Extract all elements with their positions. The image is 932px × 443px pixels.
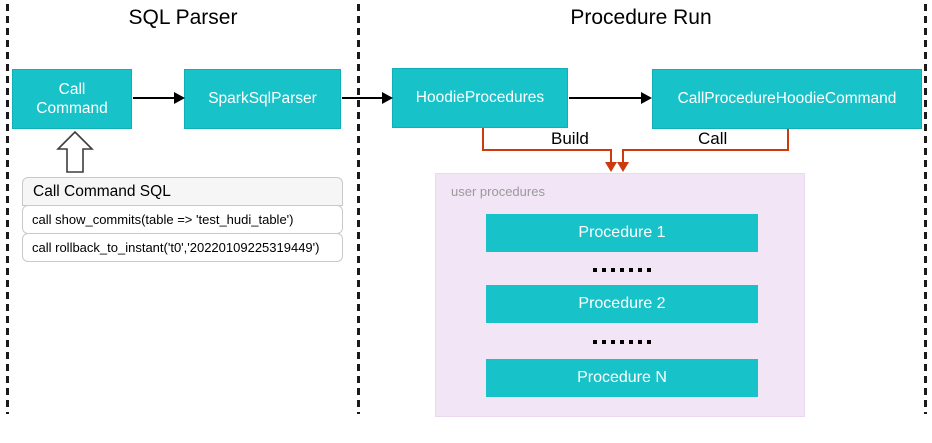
arrow-parser-to-hoodie-procedures <box>342 92 393 104</box>
build-arrowhead <box>605 162 617 172</box>
node-spark-sql-parser: SparkSqlParser <box>184 69 341 129</box>
procedure-1-bar: Procedure 1 <box>486 214 758 252</box>
node-spark-sql-parser-label: SparkSqlParser <box>208 90 317 108</box>
user-procedures-panel: user procedures Procedure 1 Procedure 2 … <box>435 173 805 417</box>
sql-example-show-commits: call show_commits(table => 'test_hudi_ta… <box>22 205 343 234</box>
arrow-hoodie-procedures-to-command <box>569 92 652 104</box>
edge-label-build: Build <box>551 129 589 148</box>
dots-separator <box>486 340 758 344</box>
middle-dashed-border <box>357 4 360 414</box>
call-connector-vertical <box>787 129 789 151</box>
procedure-2-bar: Procedure 2 <box>486 285 758 323</box>
node-hoodie-procedures: HoodieProcedures <box>392 68 568 128</box>
node-call-command: Call Command <box>12 69 132 129</box>
node-call-procedure-hoodie-command: CallProcedureHoodieCommand <box>652 69 922 129</box>
dots-separator <box>486 268 758 272</box>
node-hoodie-procedures-label: HoodieProcedures <box>415 89 545 107</box>
user-procedures-label: user procedures <box>451 184 545 199</box>
section-title-procedure-run: Procedure Run <box>570 6 712 29</box>
build-connector-vertical <box>482 128 484 151</box>
hollow-up-arrow <box>56 131 94 173</box>
call-connector-drop <box>622 149 624 163</box>
node-call-procedure-hoodie-command-label: CallProcedureHoodieCommand <box>677 90 897 108</box>
sql-table-header: Call Command SQL <box>22 177 343 206</box>
right-dashed-border <box>924 4 927 414</box>
build-connector-drop <box>610 149 612 163</box>
procedure-n-bar: Procedure N <box>486 359 758 397</box>
sql-example-rollback: call rollback_to_instant('t0','202201092… <box>22 233 343 262</box>
call-connector-horizontal <box>622 149 789 151</box>
edge-label-call: Call <box>698 129 728 148</box>
node-call-command-label: Call Command <box>36 80 108 117</box>
section-title-sql-parser: SQL Parser <box>128 6 238 29</box>
arrow-call-command-to-parser <box>133 92 185 104</box>
build-connector-horizontal <box>482 149 612 151</box>
left-dashed-border <box>6 4 9 414</box>
call-command-sql-table: Call Command SQL call show_commits(table… <box>22 177 343 262</box>
call-arrowhead <box>617 162 629 172</box>
